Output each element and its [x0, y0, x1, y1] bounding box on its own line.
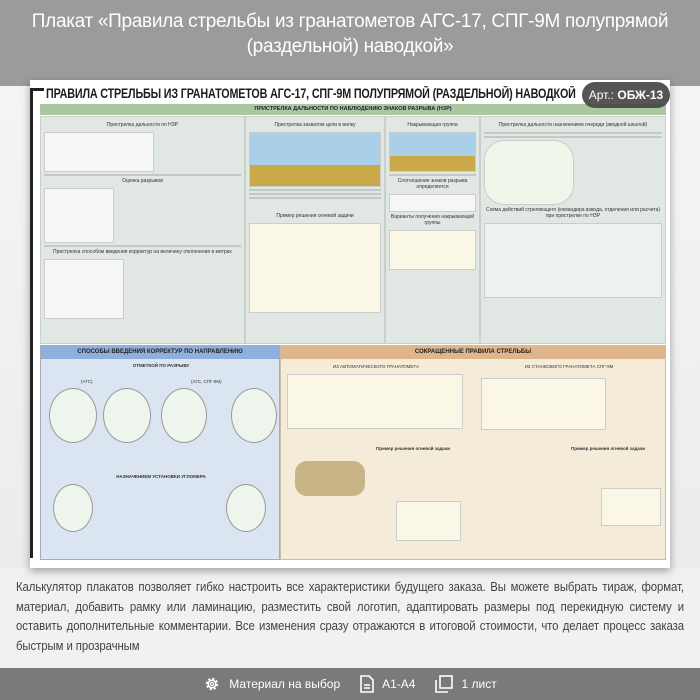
scope-view	[231, 388, 277, 443]
poster-heading: Пристрелка дальности назначением очереди…	[498, 122, 648, 128]
text-placeholder	[249, 189, 381, 191]
terrain-illustration	[295, 461, 365, 496]
poster-section-direction: СПОСОБЫ ВВЕДЕНИЯ КОРРЕКТУР ПО НАПРАВЛЕНИ…	[40, 345, 280, 560]
article-label: Арт.:	[588, 88, 615, 102]
poster-column-1: Пристрелка дальности по НЗР Оценка разры…	[40, 116, 245, 344]
calc-box	[396, 501, 461, 541]
poster-column-2: Пристрелка захватом цели в вилку Пример …	[245, 116, 385, 344]
poster-title: ПРАВИЛА СТРЕЛЬБЫ ИЗ ГРАНАТОМЕТОВ АГС-17,…	[46, 86, 576, 101]
poster-heading: Накрывающая группа	[407, 122, 458, 128]
text-placeholder	[44, 174, 241, 176]
poster-heading: Пристрелка захватом цели в вилку	[274, 122, 356, 128]
example-table	[249, 223, 381, 313]
trajectory-diagram	[44, 132, 154, 172]
product-description: Калькулятор плакатов позволяет гибко нас…	[16, 579, 684, 653]
poster-heading: Варианты получения накрывающей группы	[390, 214, 475, 226]
poster-heading: Пример решения огневой задачи	[276, 213, 354, 219]
article-code: ОБЖ-13	[617, 88, 664, 102]
poster-subheading: (АГС)	[81, 379, 93, 384]
scope-view	[49, 388, 97, 443]
feature-label: 1 лист	[461, 677, 497, 691]
terrain-diagram	[44, 259, 124, 319]
feature-material: Материал на выбор	[203, 675, 340, 693]
document-icon	[360, 675, 374, 693]
ratio-box	[389, 194, 476, 212]
feature-format: А1-А4	[360, 675, 415, 693]
article-badge: Арт.: ОБЖ-13	[582, 82, 670, 108]
text-placeholder	[484, 132, 662, 134]
poster-section-rules: СОКРАЩЕННЫЕ ПРАВИЛА СТРЕЛЬБЫ ИЗ АВТОМАТИ…	[280, 345, 666, 560]
poster-heading: Оценка разрывов	[122, 178, 163, 184]
text-placeholder	[484, 136, 662, 138]
scope-view	[53, 484, 93, 532]
text-placeholder	[249, 197, 381, 199]
feature-label: А1-А4	[382, 677, 416, 691]
poster-subheading: Пример решения огневой задачи	[571, 446, 646, 451]
text-placeholder	[44, 245, 241, 247]
rules-table	[481, 378, 606, 430]
poster-column-4: Пристрелка дальности назначением очереди…	[480, 116, 666, 344]
poster-subheading: ОТМЕТКОЙ ПО РАЗРЫВУ	[132, 363, 190, 368]
feature-sheets: 1 лист	[435, 675, 497, 693]
bracket-diagram	[249, 132, 381, 187]
poster-subheading: (АГС, СПГ-9М)	[191, 379, 222, 384]
scope-view	[103, 388, 151, 443]
rules-table	[287, 374, 463, 429]
observation-diagram	[484, 140, 574, 205]
feature-label: Материал на выбор	[229, 677, 341, 691]
poster-corner-decoration	[30, 88, 44, 558]
poster-subheading: Пример решения огневой задачи	[376, 446, 451, 451]
text-placeholder	[389, 174, 476, 176]
calc-box	[601, 488, 661, 526]
flowchart	[484, 223, 662, 298]
variants-table	[389, 230, 476, 270]
copy-icon	[435, 675, 454, 693]
poster-subheading: НАЗНАЧЕНИЕМ УСТАНОВКИ УГЛОМЕРА	[116, 474, 206, 479]
product-title: Плакат «Правила стрельбы из гранатометов…	[0, 0, 700, 86]
poster-section-header: ПРИСТРЕЛКА ДАЛЬНОСТИ ПО НАБЛЮДЕНИЮ ЗНАКО…	[40, 104, 666, 115]
poster-subheading: ИЗ АВТОМАТИЧЕСКОГО ГРАНАТОМЕТА	[332, 364, 420, 369]
poster-heading: Соотношение знаков разрыва определяется	[397, 178, 468, 190]
poster-heading: СОКРАЩЕННЫЕ ПРАВИЛА СТРЕЛЬБЫ	[281, 346, 665, 359]
scope-view	[161, 388, 207, 443]
poster-heading: Пристрелка способом введения корректур н…	[53, 249, 232, 255]
scope-view	[226, 484, 266, 532]
poster-subheading: ИЗ СТАНКОВОГО ГРАНАТОМЕТА СПГ-9М	[524, 364, 614, 369]
poster-heading: Схема действий стреляющего (командира вз…	[485, 207, 661, 219]
poster-heading: СПОСОБЫ ВВЕДЕНИЯ КОРРЕКТУР ПО НАПРАВЛЕНИ…	[41, 346, 279, 359]
covering-group-diagram	[389, 132, 476, 172]
burst-diagram	[44, 188, 114, 243]
poster-column-3: Накрывающая группа Соотношение знаков ра…	[385, 116, 480, 344]
product-features-bar: Материал на выбор А1-А4 1 лист	[0, 668, 700, 700]
text-placeholder	[249, 193, 381, 195]
poster-heading: Пристрелка дальности по НЗР	[106, 122, 179, 128]
gear-icon	[206, 677, 219, 691]
